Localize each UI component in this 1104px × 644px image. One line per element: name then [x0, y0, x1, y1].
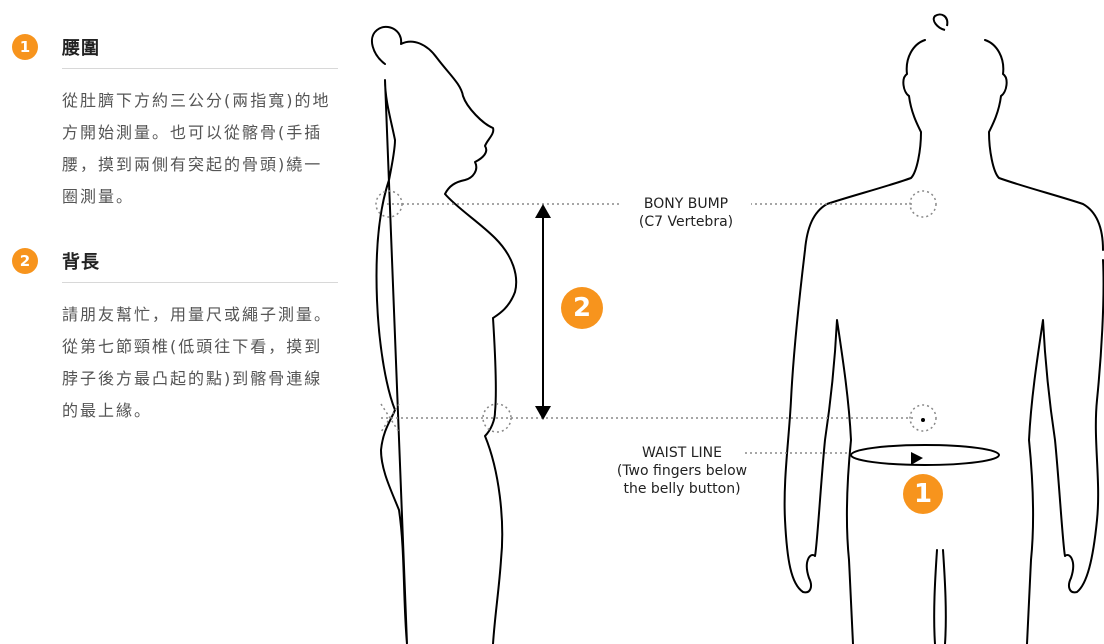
step-waist: 1 腰圍 從肚臍下方約三公分(兩指寬)的地方開始測量。也可以從髂骨(手插腰，摸到…	[12, 32, 338, 213]
hair-bun	[932, 13, 949, 31]
measurement-diagram: BONY BUMP (C7 Vertebra) WAIST LINE (Two …	[345, 0, 1104, 644]
step-description: 請朋友幫忙，用量尺或繩子測量。從第七節頸椎(低頭往下看，摸到脖子後方最凸起的點)…	[62, 305, 333, 420]
bony-bump-title: BONY BUMP	[643, 196, 729, 212]
body-illustration	[370, 13, 1104, 644]
step-number-badge: 2	[12, 248, 38, 274]
step-description: 從肚臍下方約三公分(兩指寬)的地方開始測量。也可以從髂骨(手插腰，摸到兩側有突起…	[62, 91, 331, 206]
divider	[62, 68, 338, 69]
iliac-marker-front	[909, 404, 937, 432]
waist-loop	[850, 444, 1000, 466]
step-title: 腰圍	[62, 38, 100, 59]
c7-marker-front	[909, 190, 937, 218]
step-back-length-header: 2 背長	[12, 246, 338, 276]
bony-bump-label: BONY BUMP (C7 Vertebra)	[621, 195, 751, 231]
waist-line-label: WAIST LINE (Two fingers below the belly …	[607, 444, 757, 498]
waist-line-subtitle-2: the belly button)	[623, 481, 741, 497]
step-title: 背長	[62, 252, 100, 273]
bony-bump-subtitle: (C7 Vertebra)	[638, 214, 734, 230]
step-back-length: 2 背長 請朋友幫忙，用量尺或繩子測量。從第七節頸椎(低頭往下看，摸到脖子後方最…	[12, 246, 338, 427]
divider	[62, 282, 338, 283]
arrow-head-up	[535, 204, 551, 218]
front-figure-right	[933, 259, 1104, 644]
arrow-head-down	[535, 406, 551, 420]
c7-marker-side	[375, 190, 403, 218]
waist-loop-arrow	[911, 452, 923, 465]
step-waist-header: 1 腰圍	[12, 32, 338, 62]
waist-line-subtitle: (Two fingers below	[616, 463, 748, 479]
waist-line-title: WAIST LINE	[642, 445, 722, 461]
belly-button	[921, 418, 925, 422]
waist-marker: 1	[903, 474, 943, 514]
hip-cross-marker	[380, 403, 400, 433]
front-figure	[783, 39, 1104, 644]
instructions-panel: 1 腰圍 從肚臍下方約三公分(兩指寬)的地方開始測量。也可以從髂骨(手插腰，摸到…	[0, 0, 345, 644]
side-profile-figure	[370, 25, 518, 644]
back-length-marker: 2	[561, 287, 603, 329]
step-number-badge: 1	[12, 34, 38, 60]
iliac-marker-side	[482, 403, 512, 433]
